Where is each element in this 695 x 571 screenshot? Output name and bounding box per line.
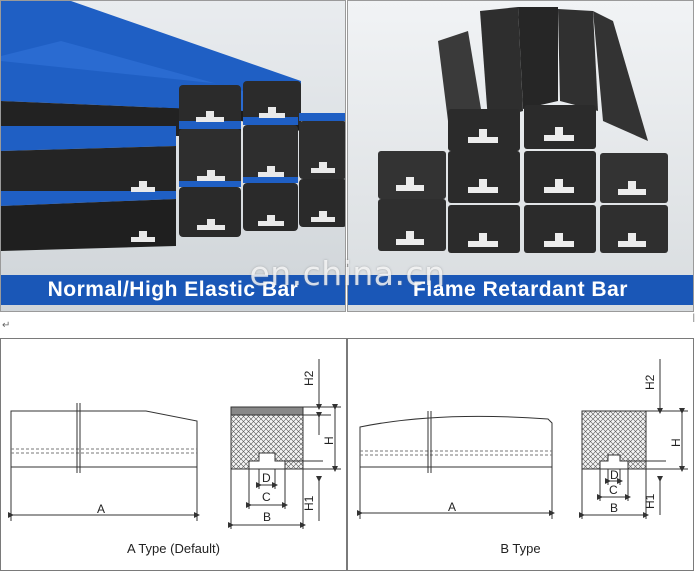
watermark-text: en.china.cn xyxy=(249,254,446,293)
caption-flame-retardant: Flame Retardant Bar xyxy=(413,278,628,301)
dim-label-c: C xyxy=(262,490,271,504)
caption-band-right: Flame Retardant Bar xyxy=(348,275,693,305)
dim-label-h1: H1 xyxy=(302,495,316,511)
dim-label-h: H xyxy=(322,436,336,445)
drawing-b-type: A B C D H2 H H1 xyxy=(347,338,694,571)
impact-bars-black-illustration xyxy=(348,1,693,311)
dim-label-b: B xyxy=(263,510,271,524)
edge-tick-icon: | xyxy=(692,312,695,322)
photo-flame-retardant-bars: Flame Retardant Bar xyxy=(347,0,694,312)
dim-label-d-b: D xyxy=(610,468,619,482)
dim-label-h2: H2 xyxy=(302,370,316,386)
dim-label-a-b: A xyxy=(448,500,456,514)
side-view-a: A xyxy=(8,403,200,521)
caption-normal-high-elastic: Normal/High Elastic Bar xyxy=(47,278,299,301)
caption-band-left: Normal/High Elastic Bar xyxy=(1,275,345,305)
dim-label-c-b: C xyxy=(609,483,618,497)
cross-section-b: B C D H2 H H1 xyxy=(579,359,688,519)
photo-normal-high-elastic-bars: Normal/High Elastic Bar xyxy=(0,0,346,312)
a-type-label: A Type (Default) xyxy=(127,541,220,556)
side-view-b: A xyxy=(357,411,555,519)
dim-label-d: D xyxy=(262,471,271,485)
cross-section-a: B C D H2 H H1 xyxy=(228,359,341,529)
dim-label-h1-b: H1 xyxy=(643,493,657,509)
dim-label-a: A xyxy=(97,502,105,516)
dim-label-h-b: H xyxy=(669,438,683,447)
paragraph-mark-icon: ↵ xyxy=(2,320,11,331)
b-type-label: B Type xyxy=(500,541,541,556)
drawing-a-type: A B C D H2 H xyxy=(0,338,347,571)
impact-bars-blue-illustration xyxy=(1,1,345,311)
dim-label-h2-b: H2 xyxy=(643,374,657,390)
technical-drawing-b-type: A B C D H2 H H1 xyxy=(357,359,688,519)
dim-label-b-b: B xyxy=(610,501,618,515)
technical-drawing-a-type: A B C D H2 H xyxy=(8,359,341,529)
